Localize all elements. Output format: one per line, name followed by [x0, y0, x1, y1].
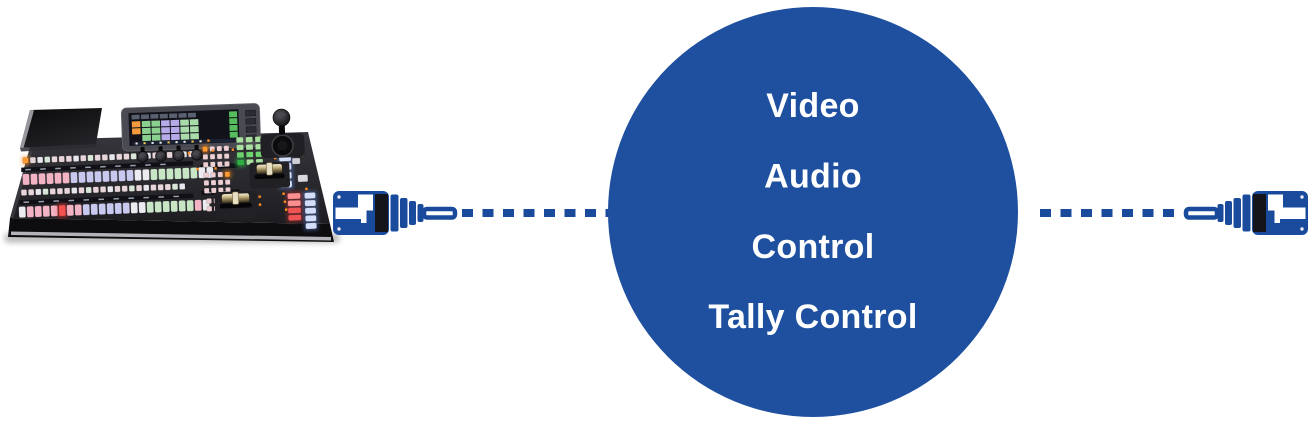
rotary-knobs	[137, 144, 203, 163]
circle-label-control: Control	[752, 228, 875, 266]
ethernet-plug-right-icon	[1186, 191, 1308, 235]
lan-signals-circle	[608, 7, 1018, 417]
joystick	[260, 108, 305, 159]
video-switcher-illustration	[4, 103, 340, 243]
circle-label-video: Video	[766, 87, 859, 125]
circle-label-audio: Audio	[764, 158, 862, 196]
fader-lower	[214, 190, 258, 221]
fader-upper	[249, 161, 291, 189]
device-base-strip	[11, 231, 331, 241]
circle-label-tally-control: Tally Control	[708, 298, 917, 336]
monitor-flap	[20, 108, 102, 152]
ethernet-plug-left-icon	[333, 191, 455, 235]
touch-screen	[120, 103, 262, 156]
